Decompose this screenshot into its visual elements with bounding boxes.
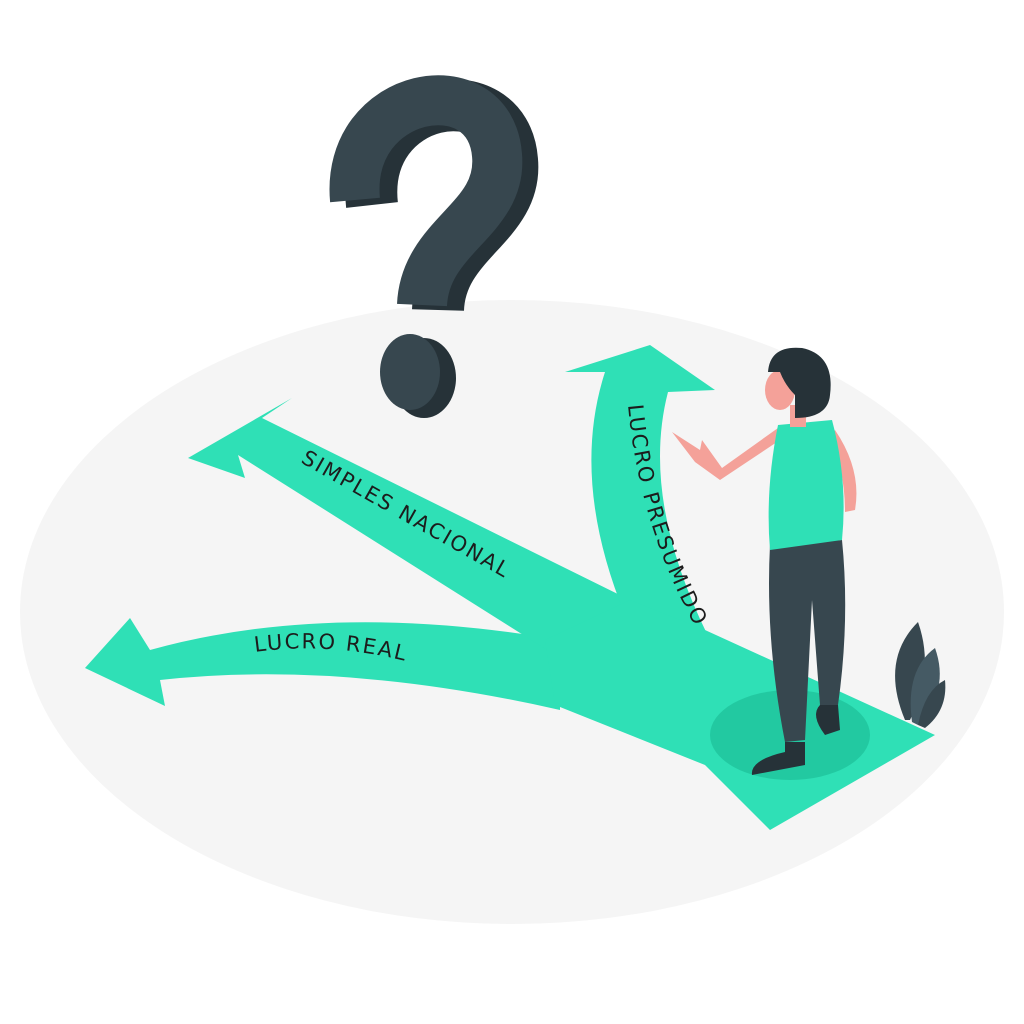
arrow-lucro-real <box>85 618 560 710</box>
shirt <box>768 420 844 550</box>
hair <box>768 347 831 418</box>
shoe <box>816 705 840 735</box>
plant-icon <box>895 622 946 728</box>
person <box>672 347 870 780</box>
question-mark-icon <box>329 75 539 418</box>
arm <box>672 428 780 480</box>
legs <box>769 540 846 742</box>
shoe <box>751 742 805 775</box>
arrow-simples-nacional <box>188 398 640 655</box>
arrow-lucro-presumido <box>565 345 715 640</box>
